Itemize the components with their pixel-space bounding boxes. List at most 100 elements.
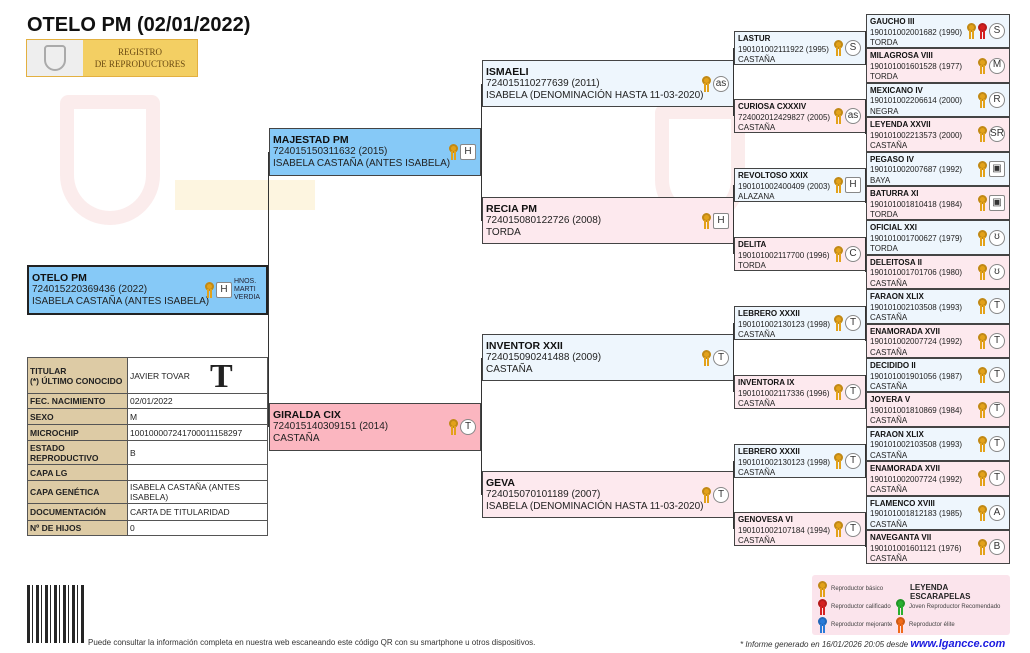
horse-icons: SR — [978, 126, 1005, 143]
brand-mark-icon: T — [460, 419, 476, 435]
connector-line — [733, 185, 734, 254]
brand-mark-icon: ʊ — [989, 263, 1005, 280]
horse-name: GIRALDA CIX — [273, 409, 341, 421]
horse-icons: ʊ — [978, 263, 1005, 280]
brand-mark-icon: as — [845, 108, 861, 124]
brand-mark-icon: B — [989, 539, 1005, 556]
horse-icons: T — [834, 315, 861, 331]
connector-line — [268, 152, 269, 427]
site-link[interactable]: www.lgancce.com — [910, 638, 1006, 650]
horse-id: 190101001812183 (1985) — [870, 509, 963, 519]
rosette-basic-icon — [834, 40, 843, 56]
horse-icons: H — [834, 177, 861, 193]
legend-label: Joven Reproductor Recomendado — [909, 604, 1001, 610]
rosette-basic-icon — [818, 581, 827, 597]
horse-id: 190101002117336 (1996) — [738, 388, 830, 398]
horse-id: 190101002103508 (1993) — [870, 302, 963, 312]
info-label: CAPA LG — [27, 464, 128, 481]
info-value: 0 — [127, 520, 268, 536]
info-label: SEXO — [27, 408, 128, 425]
horse-name: RECIA PM — [486, 203, 537, 215]
horse-coat: CASTAÑA — [870, 141, 908, 151]
brand-mark-icon: A — [989, 504, 1005, 521]
horse-id: 190101001601528 (1977) — [870, 61, 963, 71]
info-value: CARTA DE TITULARIDAD — [127, 503, 268, 521]
horse-name: GAUCHO III — [870, 17, 915, 26]
horse-coat: BAYA — [870, 175, 891, 185]
horse-coat: CASTAÑA — [738, 330, 776, 339]
horse-id: 190101002107184 (1994) — [738, 525, 831, 535]
horse-coat: ISABELA (DENOMINACIÓN HASTA 11-03-2020) — [486, 90, 704, 101]
horse-coat: CASTAÑA — [870, 382, 908, 391]
horse-icons: B — [978, 539, 1005, 556]
horse-id: 190101002007724 (1992) — [870, 337, 963, 347]
horse-coat: ALAZANA — [738, 192, 775, 201]
horse-name: INVENTOR XXII — [486, 340, 563, 352]
horse-icons: T — [978, 470, 1005, 487]
brand-mark-icon: T — [989, 470, 1005, 487]
horse-name: NAVEGANTA VII — [870, 533, 932, 542]
horse-icons: H — [702, 212, 729, 229]
rosette-basic-icon — [702, 75, 711, 92]
info-value: M — [127, 408, 268, 425]
legend-item: Reproductor calificado — [818, 599, 891, 615]
brand-mark-icon: H — [460, 144, 476, 160]
rosette-basic-icon — [834, 108, 843, 124]
brand-mark-icon: T — [989, 435, 1005, 452]
horse-id: 190101001700627 (1979) — [870, 233, 963, 243]
horse-id: 724002012429827 (2005) — [738, 112, 831, 122]
qr-code[interactable] — [27, 585, 85, 643]
info-value: 02/01/2022 — [127, 393, 268, 409]
horse-name: LEBRERO XXXII — [738, 309, 800, 318]
horse-name: GENOVESA VI — [738, 515, 793, 524]
horse-icons: T — [978, 367, 1005, 384]
brand-mark-icon: T — [845, 453, 861, 469]
horse-id: 190101002130123 (1998) — [738, 457, 831, 467]
rosette-basic-icon — [702, 212, 711, 229]
horse-id: 190101001810869 (1984) — [870, 405, 963, 415]
connector-line — [733, 323, 734, 392]
rosette-basic-icon — [978, 57, 987, 74]
horse-id: 190101001601121 (1976) — [870, 543, 962, 553]
rosette-basic-icon — [834, 453, 843, 469]
horse-id: 190101002103508 (1993) — [870, 440, 963, 450]
connector-line — [865, 237, 866, 272]
horse-name: REVOLTOSO XXIX — [738, 171, 808, 180]
rosette-basic-icon — [978, 332, 987, 349]
rosette-basic-icon — [978, 160, 987, 177]
